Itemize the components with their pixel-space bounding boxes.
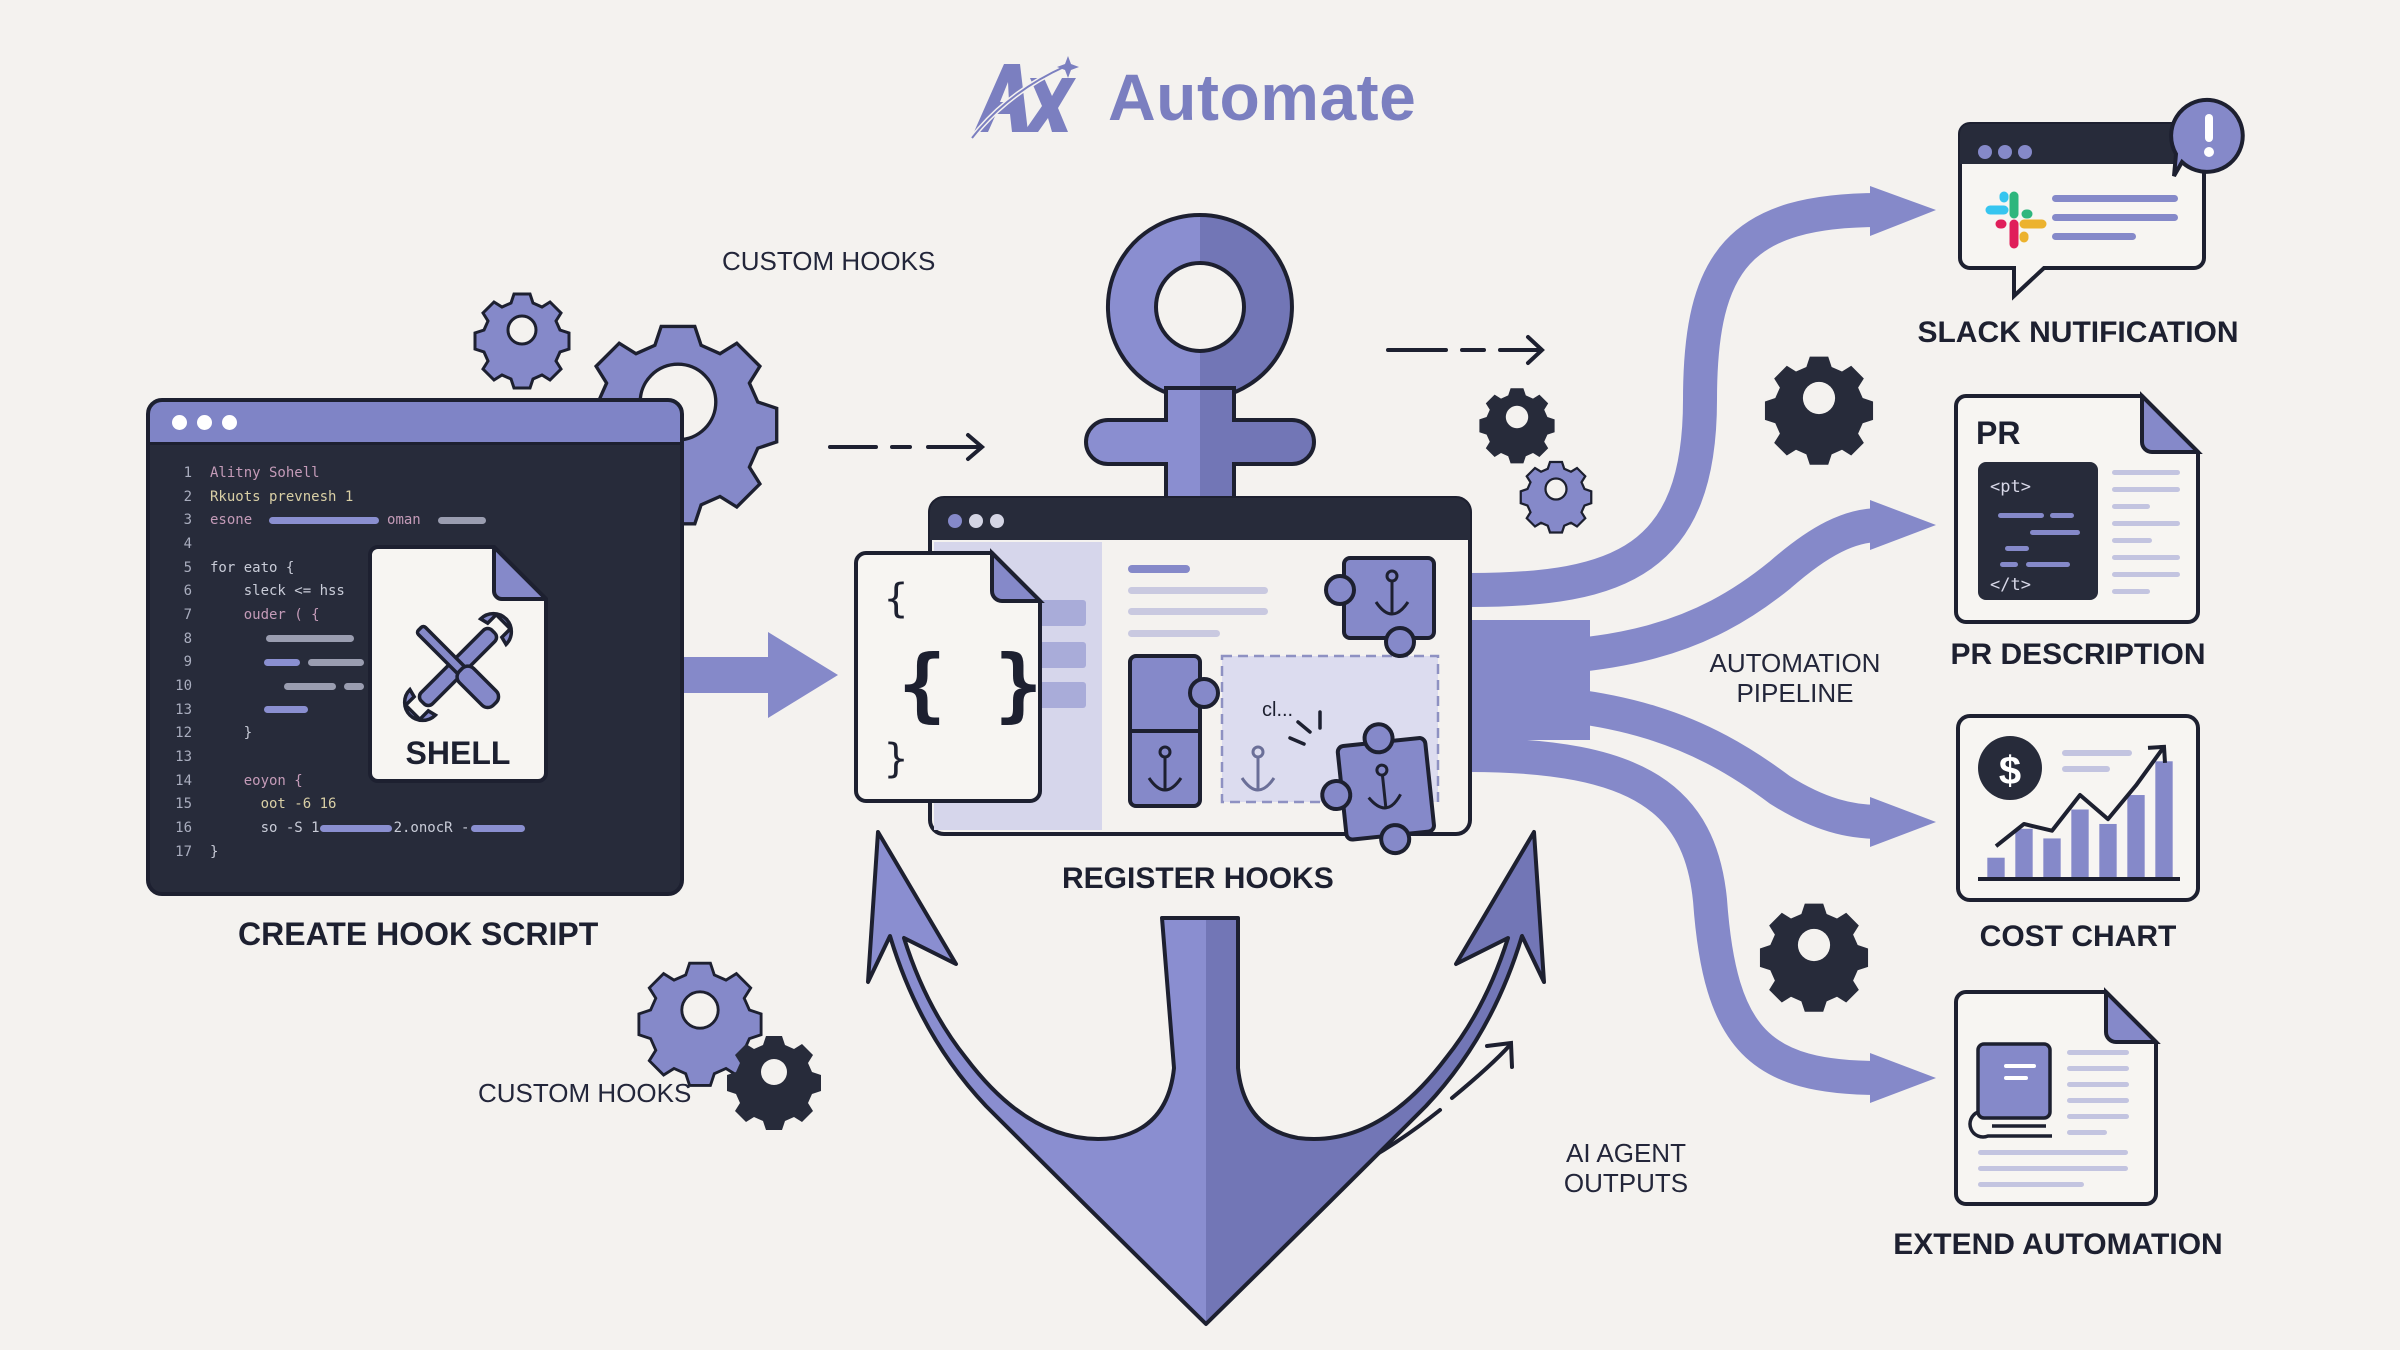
pr-description-label: PR DESCRIPTION: [1950, 638, 2206, 671]
code-line: 10: [150, 674, 680, 698]
cost-bar: [2043, 838, 2061, 877]
extend-automation-card: [1954, 987, 2161, 1206]
code-line: 6 sleck <= hss: [183, 583, 345, 600]
cost-bar: [2155, 761, 2173, 877]
dollar-icon: $: [1978, 736, 2042, 800]
book-icon: [1968, 1042, 2052, 1139]
label-line: OUTPUTS: [1563, 1168, 1689, 1198]
gear-icon: [727, 1036, 821, 1130]
window-dot: [172, 414, 187, 430]
curly-braces-file-icon: { { } }: [854, 548, 1045, 803]
anchor-ring-icon: [1084, 213, 1316, 506]
gear-icon: [1759, 903, 1869, 1012]
anchor-puzzle-icon: [1128, 654, 1276, 808]
custom-hooks-label-top: CUSTOM HOOKS: [722, 246, 936, 276]
shell-label: SHELL: [405, 735, 511, 771]
click-burst-icon: [1288, 710, 1322, 746]
cost-chart-card: $: [1956, 714, 2200, 902]
label-line: AI AGENT: [1566, 1138, 1686, 1168]
code-line: 12 }: [175, 725, 253, 742]
svg-text:{: {: [884, 576, 908, 622]
cost-bar: [2127, 795, 2145, 877]
cost-bar: [1987, 857, 2005, 877]
code-line: 17}: [175, 843, 219, 860]
trend-arrowhead-icon: [2147, 744, 2167, 763]
anchor-puzzle-icon: [1324, 556, 1436, 658]
ai-agent-outputs-label: AI AGENT OUTPUTS: [1556, 1138, 1696, 1198]
create-hook-script-label: CREATE HOOK SCRIPT: [238, 916, 599, 952]
code-line: 9: [150, 651, 680, 675]
label-line: AUTOMATION: [1709, 648, 1881, 678]
svg-text:</t>: </t>: [1990, 575, 2031, 595]
automation-pipeline-label: AUTOMATION PIPELINE: [1700, 648, 1890, 708]
slack-notification-label: SLACK NUTIFICATION: [1917, 316, 2239, 349]
file-icon: [368, 545, 548, 783]
pipeline-trunk: [1470, 620, 1590, 740]
brand-header: Automate: [968, 52, 1416, 142]
cost-bar: [2071, 809, 2089, 877]
exclamation-icon: [2169, 97, 2245, 177]
arrowhead-icon: [1870, 186, 1936, 236]
shell-file-card: SHELL: [368, 545, 548, 783]
extend-automation-label: EXTEND AUTOMATION: [1893, 1228, 2223, 1261]
svg-text:<pt>: <pt>: [1990, 477, 2031, 497]
pr-card: PR <pt> </t>: [1954, 391, 2203, 624]
code-line: 15 oot -6 16: [175, 796, 337, 813]
svg-text:PR: PR: [1976, 415, 2020, 451]
slack-logo-icon: [1985, 191, 2047, 249]
brand-name: Automate: [1108, 60, 1417, 134]
slack-card: [1958, 97, 2245, 301]
arrowhead-icon: [1870, 500, 1936, 550]
dashed-arrow-icon: [1386, 335, 1545, 365]
click-text: cl...: [1262, 699, 1293, 721]
code-line: 13: [150, 698, 680, 722]
gear-icon: [1764, 356, 1874, 465]
anchor-flukes-icon: [866, 830, 1546, 1326]
pipeline-arrow-extend: [1469, 738, 1881, 1095]
code-line: 7 ouder ( {: [183, 606, 320, 623]
custom-hooks-label-bottom: CUSTOM HOOKS: [478, 1078, 692, 1108]
pipeline-arrow-slack: [1469, 193, 1881, 607]
arrowhead-icon: [1870, 797, 1936, 847]
label-line: PIPELINE: [1736, 678, 1854, 708]
svg-text:{ }: { }: [898, 638, 1043, 731]
wrench-screwdriver-icon: [402, 611, 514, 723]
cost-bar: [2015, 828, 2033, 877]
code-line: 14 eoyon {: [175, 772, 303, 789]
anchor-puzzle-icon: [1320, 722, 1436, 856]
gear-icon: [1519, 460, 1593, 534]
register-hooks-label: REGISTER HOOKS: [1062, 862, 1334, 895]
cost-bar: [2099, 823, 2117, 877]
cost-chart-label: COST CHART: [1979, 920, 2177, 953]
window-dot: [222, 414, 237, 430]
code-line: 8: [150, 627, 680, 651]
arrowhead-icon: [1870, 1053, 1936, 1103]
window-dot: [197, 414, 212, 430]
cost-trend-line: [1994, 745, 2166, 848]
ay-star-logo-icon: [970, 56, 1079, 140]
window-titlebar: [150, 402, 680, 445]
gear-icon: [473, 292, 571, 390]
dashed-arrow-icon: [828, 433, 986, 461]
code-line: 4: [183, 535, 192, 552]
svg-text:}: }: [884, 736, 908, 782]
svg-text:$: $: [1999, 749, 2021, 793]
code-line: 13: [175, 749, 192, 766]
gear-icon: [1479, 388, 1555, 464]
gear-icon: [637, 961, 763, 1087]
